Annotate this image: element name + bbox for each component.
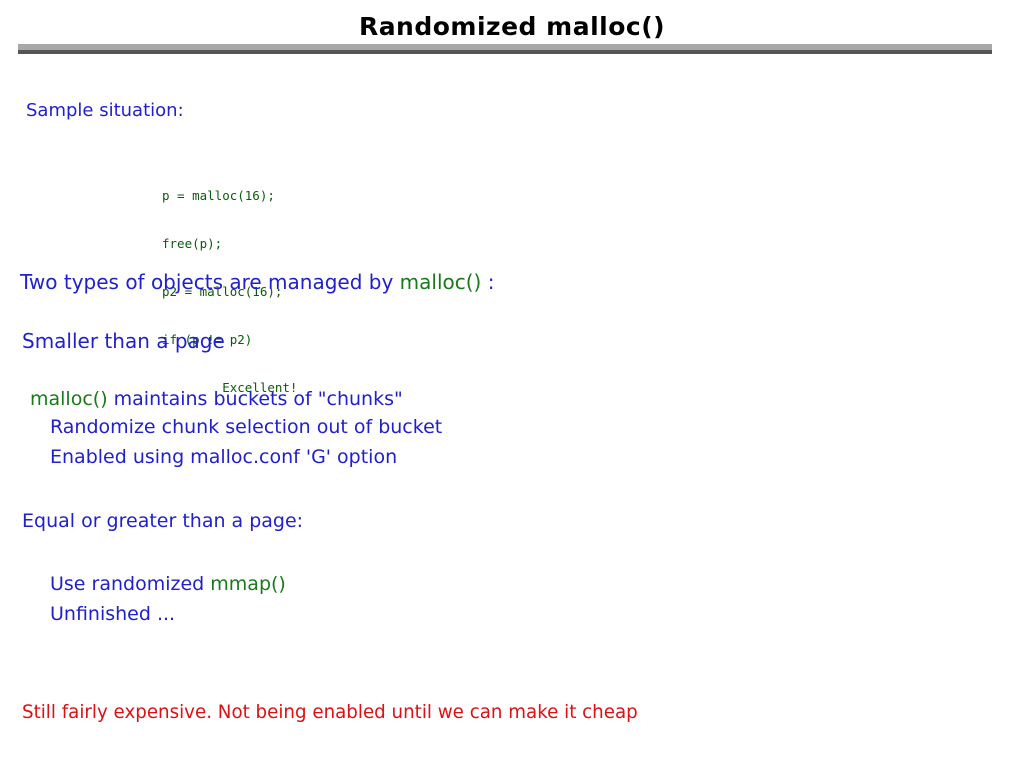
- malloc-term: malloc(): [399, 270, 482, 294]
- use-randomized-prefix: Use randomized: [50, 573, 211, 595]
- sample-situation-label: Sample situation:: [26, 100, 184, 121]
- page-title: Randomized malloc(): [0, 12, 1024, 42]
- divider-light-band: [18, 44, 992, 50]
- title-divider: [18, 44, 992, 54]
- equal-or-greater-heading: Equal or greater than a page:: [22, 510, 304, 532]
- bullet-malloc-conf-option: Enabled using malloc.conf 'G' option: [50, 446, 398, 468]
- expense-warning-note: Still fairly expensive. Not being enable…: [22, 701, 638, 723]
- code-line: if (p != p2): [162, 332, 253, 347]
- two-types-prefix: Two types of objects are managed by: [20, 270, 400, 294]
- code-line: free(p);: [162, 236, 223, 251]
- code-line: p2 = malloc(16);: [162, 284, 283, 299]
- code-line: Excellent!: [162, 380, 298, 395]
- maintains-buckets-line: malloc() maintains buckets of "chunks": [30, 387, 403, 411]
- malloc-term: malloc(): [30, 388, 108, 410]
- code-block: p = malloc(16); free(p); p2 = malloc(16)…: [162, 156, 297, 412]
- use-randomized-mmap-line: Use randomized mmap(): [50, 572, 286, 596]
- two-types-suffix: :: [481, 270, 495, 294]
- smaller-than-page-heading: Smaller than a page: [22, 329, 225, 353]
- mmap-term: mmap(): [210, 573, 286, 595]
- code-line: p = malloc(16);: [162, 188, 275, 203]
- maintains-buckets-text: maintains buckets of "chunks": [107, 388, 403, 410]
- divider-dark-band: [18, 50, 992, 54]
- unfinished-note: Unfinished ...: [50, 603, 176, 625]
- slide-title-text: Randomized malloc(): [358, 12, 666, 41]
- bullet-randomize-chunk: Randomize chunk selection out of bucket: [50, 416, 443, 438]
- two-types-line: Two types of objects are managed by mall…: [20, 270, 494, 294]
